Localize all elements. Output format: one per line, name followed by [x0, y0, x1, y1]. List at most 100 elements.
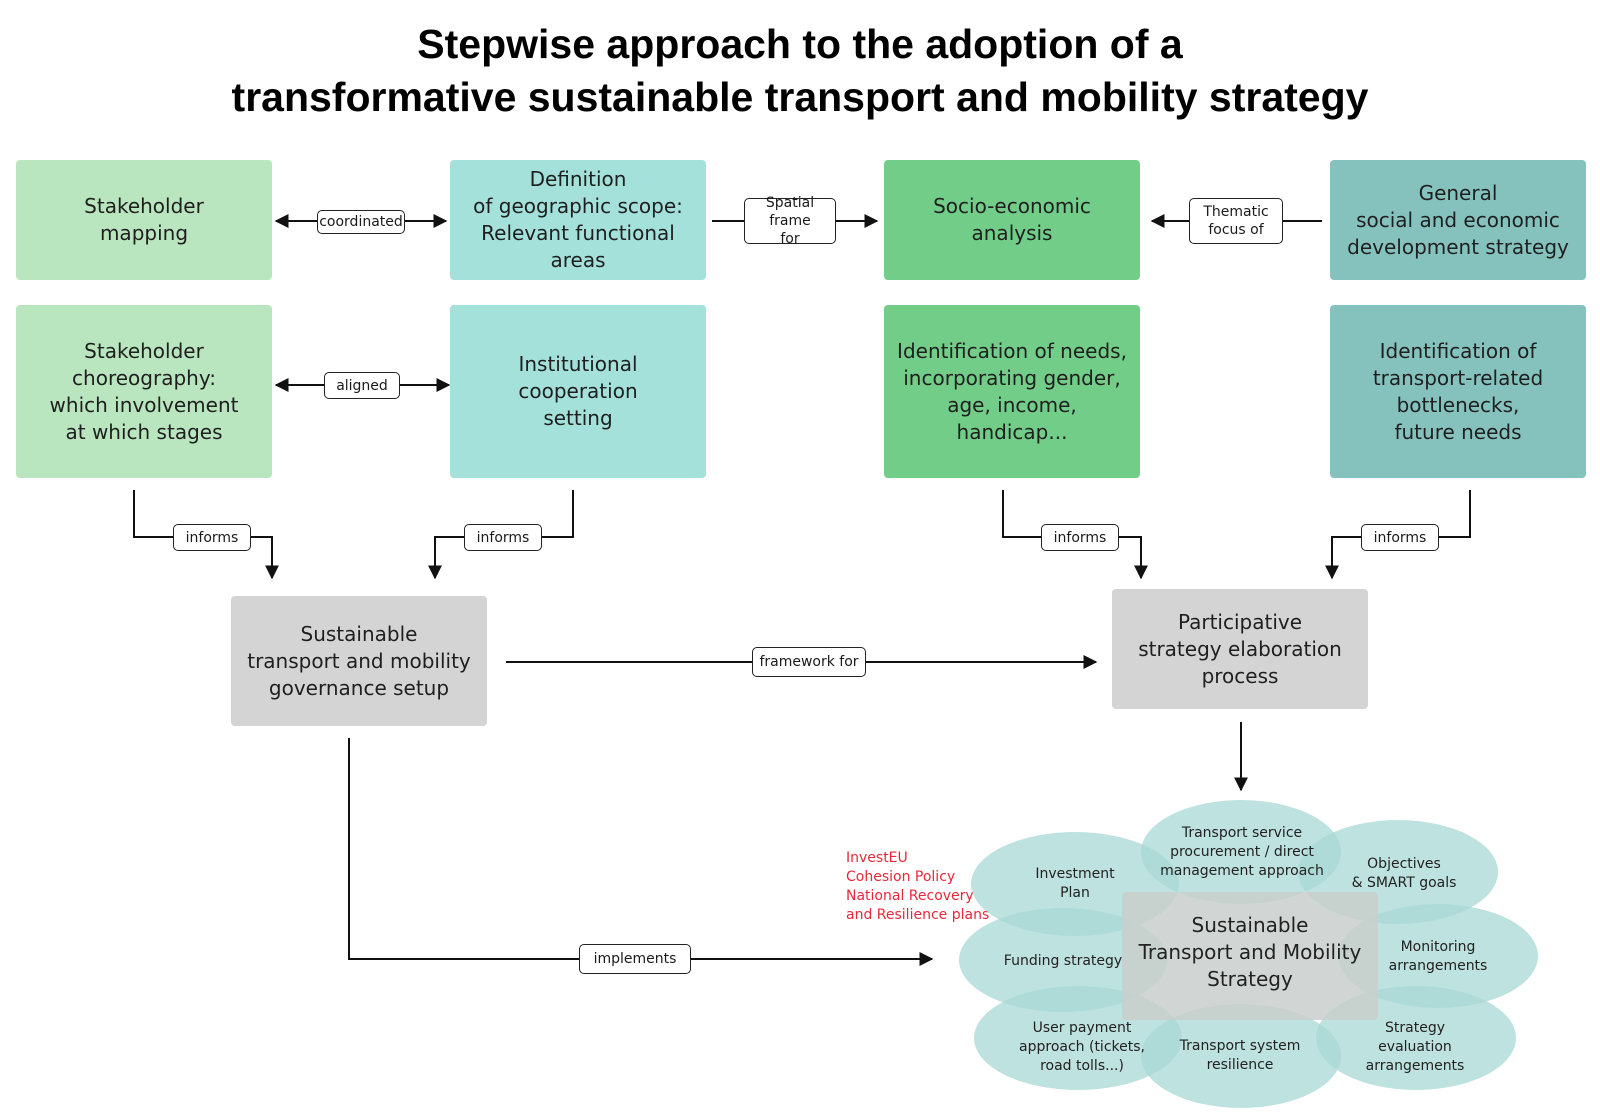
funding-sources-note: InvestEU Cohesion Policy National Recove…: [846, 849, 989, 925]
funding-note-line: InvestEU: [846, 850, 908, 866]
box-text-line: social and economic: [1356, 207, 1560, 232]
implements-arrow: [348, 738, 934, 966]
pill-text: for: [780, 231, 800, 247]
funding-note-line: National Recovery: [846, 888, 974, 904]
box-text-line: Identification of needs,: [897, 338, 1127, 363]
petal-ellipse-monitoring: [1338, 904, 1538, 1008]
informs-label-2: informs: [464, 524, 542, 551]
box-text-line: incorporating gender,: [903, 365, 1121, 390]
box-text-line: setting: [543, 406, 613, 430]
petal-ellipse-resilience: [1141, 1004, 1341, 1108]
informs-label-4: informs: [1361, 524, 1439, 551]
petal-text: Monitoring: [1400, 939, 1476, 955]
informs-label-1: informs: [173, 524, 251, 551]
petal-ellipse-procurement: [1141, 800, 1341, 904]
thematic-focus-of-label: Thematic focus of: [1189, 198, 1283, 244]
center-text-line: Strategy: [1207, 966, 1293, 991]
stakeholder-choreography-box: Stakeholder choreography: which involvem…: [16, 305, 272, 478]
funding-note-line: and Resilience plans: [846, 907, 990, 923]
petal-evaluation: Strategy evaluation arrangements: [1350, 1015, 1480, 1079]
petal-text: approach (tickets,: [1019, 1038, 1145, 1055]
socio-economic-analysis-box: Socio-economic analysis: [884, 160, 1140, 280]
box-text-line: Institutional: [518, 352, 638, 376]
petal-objectives: Objectives & SMART goals: [1334, 852, 1474, 896]
petal-text: Transport service: [1181, 824, 1303, 841]
pill-text: implements: [593, 951, 677, 967]
box-text-line: Socio-economic: [933, 194, 1091, 218]
pill-text: informs: [476, 529, 530, 546]
general-strategy-box: General social and economic development …: [1330, 160, 1586, 280]
governance-setup-box: Sustainable transport and mobility gover…: [231, 596, 487, 726]
box-text-line: choreography:: [72, 365, 216, 390]
pill-text: focus of: [1208, 222, 1264, 238]
strategy-center-box: [1122, 892, 1378, 1020]
box-text-line: analysis: [971, 221, 1053, 245]
box-text-line: General: [1418, 180, 1498, 205]
petal-text: Objectives: [1367, 856, 1441, 872]
box-text-line: process: [1201, 663, 1279, 688]
petal-text: resilience: [1206, 1057, 1274, 1073]
box-text-line: cooperation: [518, 379, 638, 403]
bottlenecks-identification-box: Identification of transport-related bott…: [1330, 305, 1586, 478]
petal-text: Transport system: [1179, 1038, 1301, 1054]
petal-text: arrangements: [1388, 958, 1488, 974]
pill-text: Spatial frame: [765, 195, 815, 229]
institutional-cooperation-box: Institutional cooperation setting: [450, 305, 706, 478]
pill-text: aligned: [336, 377, 388, 394]
strategy-center-label: Sustainable Transport and Mobility Strat…: [1120, 892, 1380, 1012]
box-text-line: Identification of: [1379, 338, 1537, 363]
needs-identification-box: Identification of needs, incorporating g…: [884, 305, 1140, 478]
petal-user-payment: User payment approach (tickets, road tol…: [1012, 1015, 1152, 1079]
box-text-line: which involvement: [49, 392, 239, 417]
box-text-line: future needs: [1394, 419, 1522, 444]
petal-text: evaluation: [1378, 1038, 1452, 1055]
pill-text: framework for: [759, 654, 859, 670]
box-text-line: Stakeholder: [84, 194, 204, 218]
box-text-line: development strategy: [1347, 234, 1569, 259]
aligned-label: aligned: [324, 372, 400, 399]
petal-investment-plan: Investment Plan: [1010, 862, 1140, 906]
geographic-scope-box: Definition of geographic scope: Relevant…: [450, 160, 706, 280]
center-text-line: Transport and Mobility: [1138, 939, 1362, 964]
title-line-1: Stepwise approach to the adoption of a: [417, 21, 1183, 67]
pill-text: Thematic: [1203, 204, 1269, 220]
pill-text: informs: [1053, 529, 1107, 546]
pill-text: coordinated: [319, 214, 403, 230]
petal-text: Plan: [1060, 885, 1090, 901]
box-text-line: Stakeholder: [84, 338, 204, 363]
box-text-line: Participative: [1177, 609, 1303, 634]
box-text-line: transport-related: [1372, 365, 1544, 390]
box-text-line: bottlenecks,: [1396, 392, 1520, 417]
pill-text: informs: [1373, 529, 1427, 546]
petal-text: Strategy: [1385, 1019, 1445, 1036]
petal-procurement: Transport service procurement / direct m…: [1142, 820, 1342, 884]
box-text-line: Relevant functional areas: [481, 221, 675, 272]
box-text-line: Sustainable: [300, 621, 418, 646]
title-line-2: transformative sustainable transport and…: [231, 74, 1369, 120]
framework-for-label: framework for: [752, 647, 866, 677]
petal-text: User payment: [1032, 1019, 1132, 1036]
box-text-line: transport and mobility: [247, 648, 471, 673]
box-text-line: of geographic scope:: [473, 194, 683, 218]
box-text-line: age, income,: [947, 392, 1077, 417]
box-text-line: handicap...: [956, 419, 1068, 444]
box-text-line: governance setup: [268, 675, 450, 700]
box-text-line: at which stages: [65, 419, 223, 444]
petal-text: arrangements: [1365, 1057, 1465, 1074]
coordinated-label: coordinated: [317, 210, 405, 234]
implements-label: implements: [579, 944, 691, 974]
spatial-frame-for-label: Spatial frame for: [744, 195, 836, 247]
petal-text: Investment: [1035, 866, 1115, 882]
informs-label-3: informs: [1041, 524, 1119, 551]
funding-note-line: Cohesion Policy: [846, 869, 956, 885]
center-text-line: Sustainable: [1191, 912, 1309, 937]
petal-ellipse-funding-strategy: [959, 908, 1167, 1012]
petal-text: road tolls...): [1040, 1057, 1124, 1074]
box-text-line: mapping: [99, 221, 189, 245]
petal-text: procurement / direct: [1170, 843, 1314, 860]
petal-monitoring: Monitoring arrangements: [1370, 935, 1506, 979]
box-text-line: Definition: [529, 167, 627, 191]
pill-text: informs: [185, 529, 239, 546]
participative-process-box: Participative strategy elaboration proce…: [1112, 589, 1368, 709]
